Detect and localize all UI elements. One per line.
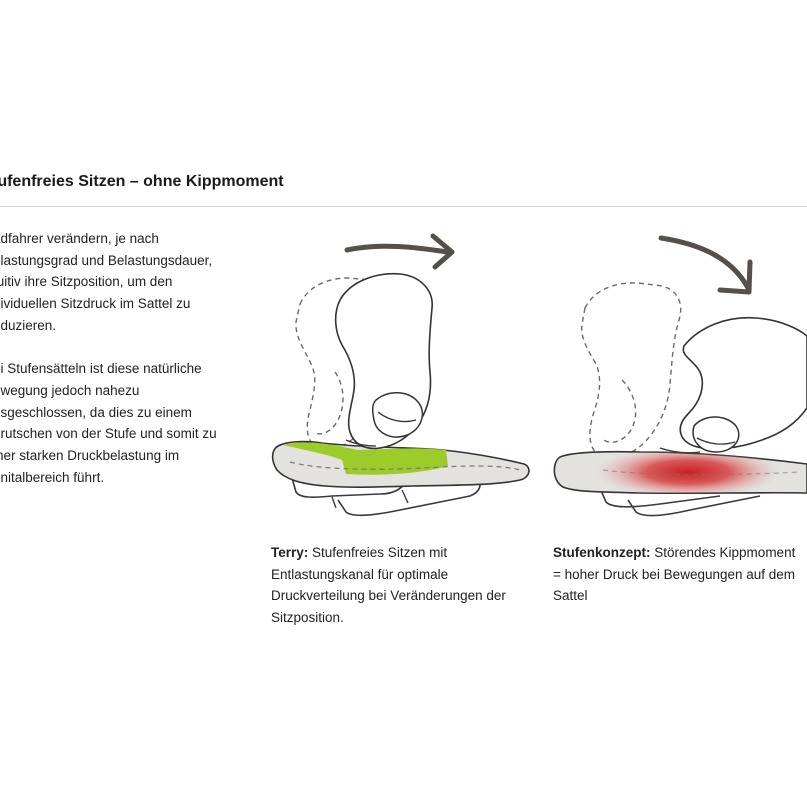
intro-line: ei Stufensätteln ist diese natürliche	[0, 361, 202, 377]
intro-paragraph-2: ei Stufensätteln ist diese natürliche ew…	[0, 358, 238, 488]
intro-line: enitalbereich führt.	[0, 469, 105, 485]
intro-line: ewegung jedoch nahezu	[0, 382, 140, 398]
heading-divider	[0, 206, 807, 207]
caption-line: Störendes Kippmoment	[650, 545, 796, 560]
pelvis-current-outline	[679, 316, 807, 450]
intro-text: adfahrer verändern, je nach elastungsgra…	[0, 228, 238, 510]
section-heading: tufenfreies Sitzen – ohne Kippmoment	[0, 173, 284, 190]
arrow-head	[430, 233, 455, 270]
pelvis-previous-outline	[581, 282, 682, 459]
caption-line: Stufenfreies Sitzen mit	[308, 545, 448, 560]
caption-label: Terry:	[271, 545, 309, 560]
intro-line: elastungsgrad und Belastungsdauer,	[0, 252, 213, 268]
saddle-rails	[599, 487, 761, 517]
caption-line: Sitzposition.	[271, 610, 344, 626]
terry-saddle-figure	[271, 233, 530, 517]
relief-channel	[283, 442, 448, 475]
pressure-zone	[596, 451, 780, 494]
terry-caption: Terry: Stufenfreies Sitzen mit Entlastun…	[271, 542, 541, 629]
step-saddle-caption: Stufenkonzept: Störendes Kippmoment = ho…	[553, 542, 807, 607]
intro-line: adfahrer verändern, je nach	[0, 231, 159, 246]
intro-paragraph-1: adfahrer verändern, je nach elastungsgra…	[0, 228, 238, 337]
step-saddle-figure	[553, 235, 807, 517]
caption-line: Entlastungskanal für optimale	[271, 566, 449, 582]
intro-line: eduzieren.	[0, 317, 57, 333]
curved-arrow-icon	[658, 235, 751, 291]
intro-line: tuitiv ihre Sitzposition, um den	[0, 274, 173, 290]
intro-line: dividuellen Sitzdruck im Sattel zu	[0, 296, 191, 312]
arrow-head	[717, 259, 753, 295]
caption-line: = hoher Druck bei Bewegungen auf dem	[553, 566, 796, 582]
caption-line: Sattel	[553, 588, 588, 604]
intro-line: usgeschlossen, da dies zu einem	[0, 404, 192, 420]
intro-line: brutschen von der Stufe und somit zu	[0, 426, 217, 442]
caption-line: Druckverteilung bei Veränderungen der	[271, 588, 506, 604]
saddle-rails	[291, 477, 481, 517]
intro-line: iner starken Druckbelastung im	[0, 448, 180, 464]
right-arrow-icon	[344, 243, 450, 255]
caption-label: Stufenkonzept:	[553, 545, 651, 560]
